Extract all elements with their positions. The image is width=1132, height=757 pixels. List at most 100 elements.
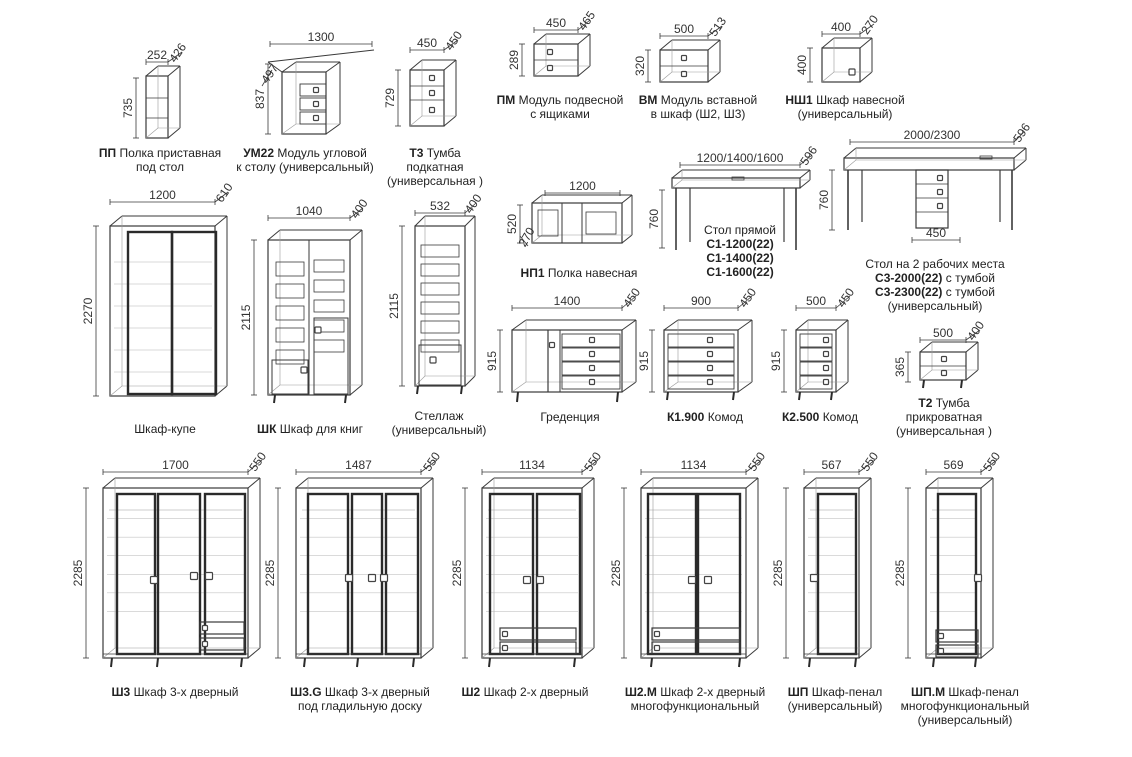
panel [420,282,460,296]
panel [799,361,833,376]
edge-line [414,215,426,227]
edge-line [965,369,979,381]
caption-gredenciya: Греденция [540,410,600,424]
handle-icon [546,64,554,72]
edge-line [803,477,817,489]
panel [671,177,801,189]
edge-line [409,59,423,71]
edge-line [854,657,857,668]
edge-line [240,657,243,668]
corner-module-um22 [267,49,375,135]
shelf-pp [145,65,181,139]
handle-icon [936,174,944,182]
height-dimension: 2285 [450,559,464,586]
width-dimension: 1200 [569,179,596,193]
handle-icon [588,350,596,358]
edge-line [109,385,123,397]
edge-line [573,657,576,668]
caption-stellazh: Стеллаж(универсальный) [391,409,487,437]
caption-sh2: Ш2 Шкаф 2-х дверный [461,685,589,699]
width-dimension: 1134 [519,458,545,472]
edge-line [1013,159,1027,171]
sideboard-gredenciya [511,319,637,403]
width-dimension: 1134 [681,458,707,472]
edge-line [167,65,181,77]
edge-line [156,657,159,668]
hanging-module-pm [533,33,591,77]
edge-line [481,647,495,659]
edge-line [247,477,261,489]
edge-line [281,123,297,135]
panel [561,375,621,390]
edge-line [581,477,595,489]
edge-line [980,477,994,489]
width-dimension: 450 [546,16,566,30]
edge-line [531,194,543,204]
edge-line [267,49,375,63]
edge-line [581,459,599,473]
wardrobe-sh2m [640,477,759,668]
panel [667,361,735,376]
height-dimension: 2115 [239,304,253,330]
edge-line [745,647,759,659]
panel [295,487,422,659]
chest-k2500 [795,319,849,401]
caption-shp: ШП Шкаф-пенал(универсальный) [787,685,883,713]
handle-icon [546,48,554,56]
handle-icon [940,369,948,377]
door-panel [350,492,384,656]
edge-line [919,341,933,353]
width-dimension: 400 [831,20,851,34]
edge-line [1013,147,1027,159]
wardrobe-sh3g [295,477,434,668]
edge-line [737,381,753,393]
panel [795,329,837,393]
panel [667,375,735,390]
caption-nsh1: НШ1 Шкаф навесной(универсальный) [785,93,905,121]
edge-line [443,39,459,51]
panel [651,627,741,641]
edge-line [488,657,491,668]
height-dimension: 837 [253,89,267,109]
panel [799,333,833,348]
panel [275,349,305,365]
panel [313,279,345,293]
edge-line [102,647,116,659]
width-dimension: 1400 [554,294,581,308]
handle-icon [848,68,856,76]
edge-line [965,329,981,341]
edge-line [859,37,873,49]
edge-line [663,319,679,331]
edge-line [616,391,619,403]
edge-line [745,477,759,489]
insert-module-vm [659,39,721,83]
panel [409,69,445,127]
handle-icon [940,355,948,363]
edge-line [707,25,723,37]
caption-shk: ШК Шкаф для книг [257,422,363,436]
wall-cabinet-nsh1 [821,37,873,83]
caption-k2500: К2.500 Комод [781,410,859,424]
edge-line [349,384,363,396]
edge-line [737,295,753,309]
shelving-stellazh [414,215,476,395]
panel [481,487,583,659]
handle-icon [300,366,308,374]
edge-line [960,379,963,389]
height-dimension: 2285 [609,559,623,586]
edge-line [464,202,477,214]
width-dimension: 1040 [296,204,323,218]
panel [667,347,735,362]
handle-icon [706,336,714,344]
edge-line [145,127,159,139]
desk-straight [671,169,811,250]
handle-icon [937,647,945,655]
panel [499,627,577,641]
edge-line [261,69,273,87]
edge-line [965,341,979,353]
edge-line [671,179,683,189]
